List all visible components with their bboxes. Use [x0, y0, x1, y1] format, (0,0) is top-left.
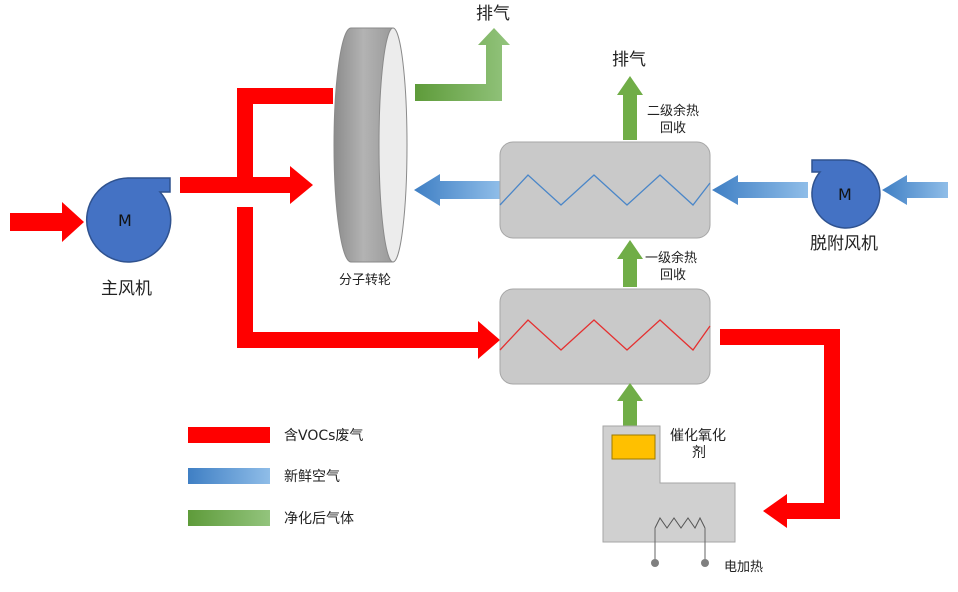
- electric-heat-label: 电加热: [724, 560, 763, 575]
- heat-exchanger-1: [499, 288, 711, 385]
- heater-terminal-right: [701, 559, 709, 567]
- legend-swatch-clean: [188, 510, 270, 526]
- voc-main-arrow: [180, 166, 313, 204]
- legend-label-fresh: 新鲜空气: [284, 469, 340, 485]
- voc-return-loop: [720, 329, 840, 528]
- fresh-to-rotor-arrow: [414, 174, 500, 206]
- molecular-rotor: [333, 27, 408, 263]
- rotor-body: [333, 27, 394, 263]
- exhaust-top-label: 排气: [476, 4, 510, 24]
- main-fan-body: [85, 177, 172, 263]
- heat-exchanger-1-body: [499, 288, 711, 385]
- clean-exhaust-rotor-arrow: [415, 28, 510, 101]
- desorb-fan-symbol: M: [838, 185, 852, 204]
- second-heat-label-2: 回收: [660, 121, 686, 136]
- first-heat-label-1: 一级余热: [645, 250, 697, 266]
- heater-terminal-left: [651, 559, 659, 567]
- legend-swatch-fresh: [188, 468, 270, 484]
- fresh-air-flow: [414, 174, 948, 206]
- rotor-face: [378, 27, 408, 263]
- main-fan: M: [85, 177, 172, 263]
- catalyst-block: [611, 434, 656, 460]
- exhaust-right-label: 排气: [612, 50, 646, 70]
- first-heat-label-2: 回收: [660, 268, 686, 283]
- main-fan-symbol: M: [118, 211, 132, 230]
- catalyst-label-1: 催化氧化: [670, 428, 726, 444]
- legend-label-clean: 净化后气体: [284, 511, 354, 527]
- voc-lower-branch: [237, 207, 500, 359]
- fresh-inlet-arrow: [882, 175, 948, 205]
- heater-coil: [654, 516, 706, 529]
- voc-upper-branch: [237, 88, 333, 177]
- fresh-to-exchanger-arrow: [712, 175, 808, 205]
- legend-label-voc: 含VOCs废气: [284, 428, 363, 444]
- catalytic-reactor: [602, 425, 736, 567]
- voc-inlet-arrow: [10, 202, 84, 242]
- main-fan-label: 主风机: [101, 279, 152, 299]
- voc-flow: [10, 88, 840, 528]
- heat-exchanger-2-coil: [499, 174, 711, 206]
- heat-exchanger-1-coil: [499, 319, 711, 351]
- clean-exhaust-right-arrow: [617, 76, 643, 140]
- legend-swatch-voc: [188, 427, 270, 443]
- legend: 含VOCs废气 新鲜空气 净化后气体: [188, 427, 363, 527]
- desorb-fan-label: 脱附风机: [810, 234, 878, 254]
- heat-exchanger-2-body: [499, 141, 711, 239]
- second-heat-label-1: 二级余热: [647, 103, 699, 119]
- reactor-outlet-arrow: [617, 383, 643, 426]
- rotor-label: 分子转轮: [339, 273, 391, 288]
- desorb-fan: M: [811, 159, 881, 229]
- catalyst-label-2: 剂: [692, 445, 706, 461]
- desorb-fan-body: [811, 159, 881, 229]
- first-heat-arrow: [617, 240, 643, 287]
- heat-exchanger-2: [499, 141, 711, 239]
